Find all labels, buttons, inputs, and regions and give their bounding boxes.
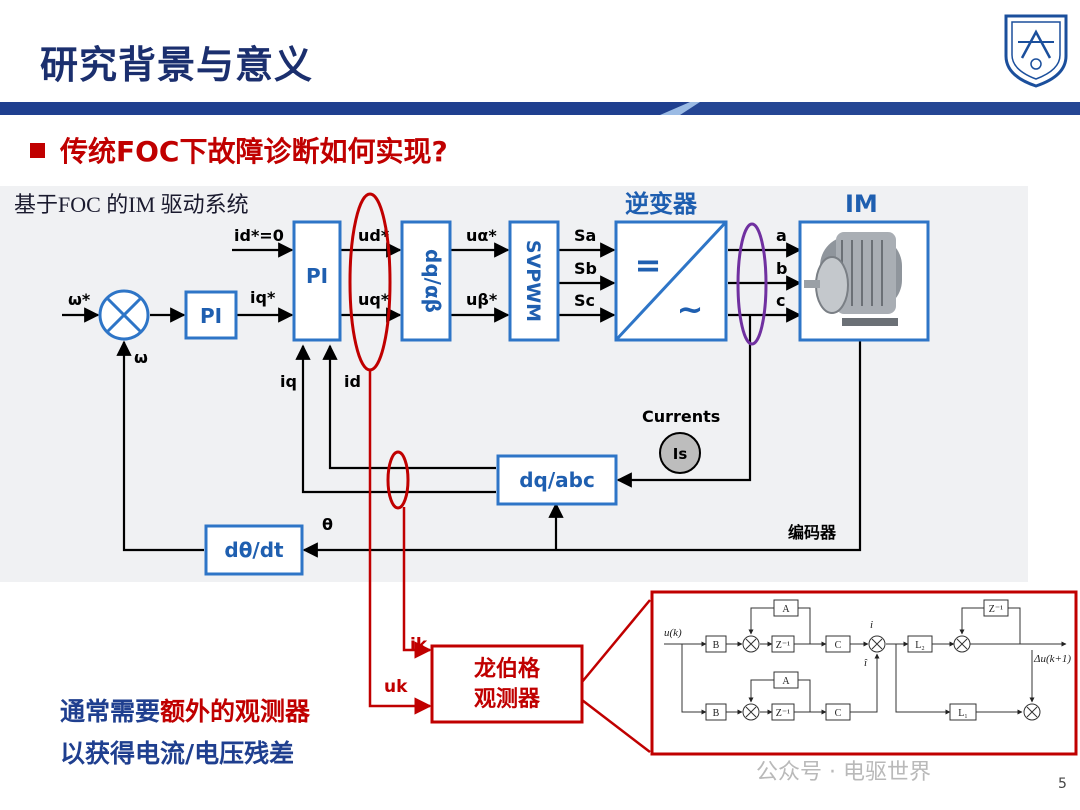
sa-label: Sa	[574, 226, 596, 245]
phase-highlight	[736, 222, 768, 346]
section-question: 传统FOC下故障诊断如何实现?	[60, 135, 448, 168]
voltage-highlight	[348, 192, 392, 372]
university-logo	[1004, 14, 1068, 88]
observer-detail-box	[650, 590, 1078, 756]
speed-sum-junction	[98, 289, 150, 341]
omega-label: ω	[134, 348, 148, 367]
page-number: 5	[1058, 776, 1067, 792]
phase-a-label: a	[776, 226, 787, 245]
detail-block-a2: A	[782, 676, 790, 687]
inverter-dc-symbol: =	[635, 246, 662, 284]
detail-block-z2: Z⁻¹	[989, 604, 1003, 615]
dq-ab-label: dq/αβ	[421, 249, 445, 313]
induction-motor-image	[804, 232, 902, 326]
system-label: 基于FOC 的IM 驱动系统	[14, 192, 249, 217]
id-ref-label: id*=0	[234, 226, 284, 245]
iq-feedback-label: iq	[280, 372, 297, 391]
header-band	[0, 100, 1080, 117]
ualpha-label: uα*	[466, 226, 497, 245]
dq-abc-label: dq/abc	[519, 468, 595, 492]
omega-ref-label: ω*	[68, 290, 91, 309]
pi-speed-label: PI	[200, 304, 222, 328]
observer-note-line2: 以获得电流/电压残差	[60, 739, 295, 768]
observer-note-line1: 通常需要额外的观测器	[60, 692, 310, 728]
detail-i-label: i	[870, 619, 873, 631]
svpwm-label: SVPWM	[522, 240, 544, 322]
detail-block-z3: Z⁻¹	[776, 708, 790, 719]
slide-title: 研究背景与意义	[40, 43, 314, 87]
motor-title: IM	[845, 190, 878, 218]
theta-label: θ	[322, 515, 333, 534]
detail-input-label: u(k)	[664, 627, 682, 639]
is-label: Is	[673, 445, 688, 463]
detail-block-b1: B	[713, 640, 720, 651]
current-highlight	[386, 450, 410, 510]
bullet-square	[30, 143, 45, 158]
iq-ref-label: iq*	[250, 288, 276, 307]
detail-block-l2: L₂	[915, 640, 925, 651]
detail-block-z1: Z⁻¹	[776, 640, 790, 651]
detail-ihat-label: î	[864, 657, 868, 669]
sb-label: Sb	[574, 259, 597, 278]
uk-label: uk	[384, 677, 408, 697]
note-prefix: 通常需要	[60, 697, 161, 726]
sc-label: Sc	[574, 291, 595, 310]
dtheta-label: dθ/dt	[224, 538, 284, 562]
ubeta-label: uβ*	[466, 290, 498, 309]
currents-label: Currents	[642, 407, 720, 426]
detail-block-c2: C	[835, 708, 842, 719]
ik-label: ik	[410, 635, 428, 655]
detail-block-a1: A	[782, 604, 790, 615]
detail-block-l1: L₁	[958, 708, 968, 719]
observer-label-line2: 观测器	[474, 687, 541, 712]
phase-c-label: c	[776, 291, 785, 310]
current-sensor: Is	[659, 432, 701, 474]
luenberger-observer-block	[430, 644, 584, 724]
phase-b-label: b	[776, 259, 787, 278]
watermark: 公众号 · 电驱世界	[756, 760, 931, 785]
id-feedback-label: id	[344, 372, 361, 391]
detail-block-b2: B	[713, 708, 720, 719]
note-emphasis: 额外的观测器	[160, 697, 311, 726]
observer-label-line1: 龙伯格	[474, 656, 541, 682]
inverter-ac-symbol: ~	[677, 290, 704, 328]
uq-ref-label: uq*	[358, 290, 390, 309]
encoder-label: 编码器	[788, 523, 837, 542]
inverter-title: 逆变器	[625, 190, 698, 218]
detail-output-label: Δu(k+1)	[1033, 653, 1071, 665]
detail-block-c1: C	[835, 640, 842, 651]
ud-ref-label: ud*	[358, 226, 390, 245]
pi-current-label: PI	[306, 264, 328, 288]
